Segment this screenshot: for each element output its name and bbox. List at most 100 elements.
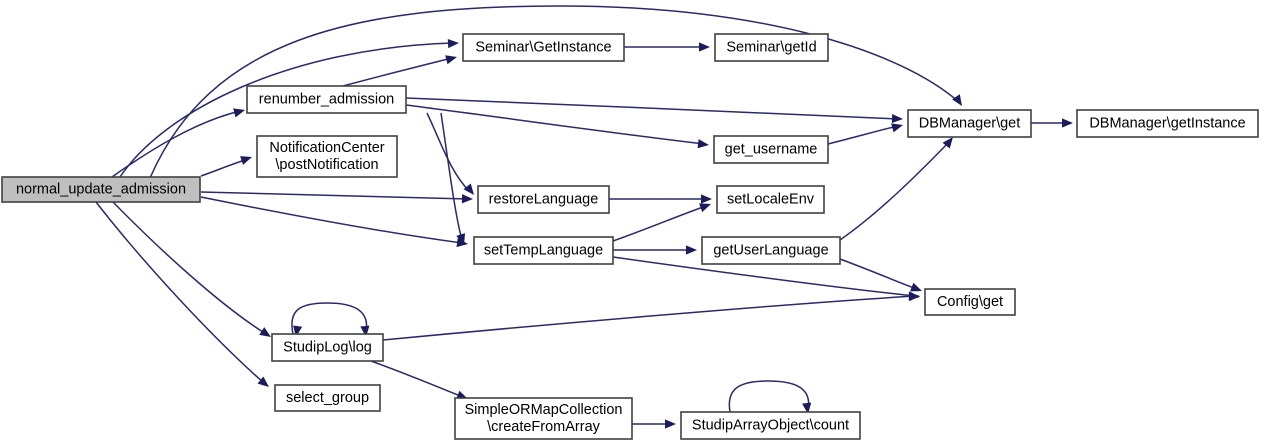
node-box-dbmanager_getinstance[interactable] xyxy=(1076,109,1259,138)
arrowhead-normal_update_admission-to-dbmanager_get xyxy=(952,94,962,106)
node-box-settemplanguage[interactable] xyxy=(473,236,614,265)
arrowhead-dbmanager_get-to-dbmanager_getinstance xyxy=(1062,118,1073,128)
node-label-seminar_getid: Seminar\getId xyxy=(726,39,816,55)
node-notificationcenter_postnotification[interactable]: NotificationCenter\postNotification xyxy=(256,135,398,178)
arrowhead-getuserlanguage-to-dbmanager_get xyxy=(942,137,953,149)
edge-normal_update_admission-to-restorelanguage xyxy=(200,191,469,200)
node-label-restorelanguage: restoreLanguage xyxy=(489,191,599,207)
node-label-select_group: select_group xyxy=(286,390,369,406)
edge-layer xyxy=(95,5,1073,429)
node-label-normal_update_admission: normal_update_admission xyxy=(16,181,186,197)
node-box-notificationcenter_postnotification[interactable] xyxy=(256,135,398,178)
node-config_get[interactable]: Config\get xyxy=(924,288,1016,316)
node-dbmanager_get[interactable]: DBManager\get xyxy=(907,109,1032,138)
arrowhead-normal_update_admission-to-seminar_getinstance xyxy=(447,38,459,49)
node-getuserlanguage[interactable]: getUserLanguage xyxy=(701,236,841,265)
node-box-renumber_admission[interactable] xyxy=(246,85,407,114)
edge-normal_update_admission-to-notificationcenter_postnotification xyxy=(200,158,249,177)
edge-studiparrayobject_count-self xyxy=(728,380,810,413)
arrowhead-getuserlanguage-to-config_get xyxy=(910,282,922,292)
edge-renumber_admission-to-restorelanguage xyxy=(426,112,471,193)
node-studiplog_log[interactable]: StudipLog\log xyxy=(271,333,384,362)
edge-renumber_admission-to-get_username xyxy=(405,104,705,145)
node-studiparrayobject_count[interactable]: StudipArrayObject\count xyxy=(680,411,861,440)
node-box-simpleormapcollection_createfromarray[interactable] xyxy=(454,397,633,440)
node-label-simpleormapcollection_createfromarray-line-2: \createFromArray xyxy=(487,419,601,435)
arrowhead-simpleormapcollection_createfromarray-to-studiparrayobject_count xyxy=(665,419,676,429)
node-label-notificationcenter_postnotification-line-1: NotificationCenter xyxy=(269,140,384,156)
edge-normal_update_admission-to-seminar_getinstance xyxy=(119,42,454,178)
edge-normal_update_admission-to-renumber_admission xyxy=(111,110,241,178)
edge-get_username-to-dbmanager_get xyxy=(827,125,899,145)
node-renumber_admission[interactable]: renumber_admission xyxy=(246,85,407,114)
arrowhead-renumber_admission-to-restorelanguage xyxy=(463,183,474,195)
node-label-renumber_admission: renumber_admission xyxy=(259,91,394,107)
node-box-studiparrayobject_count[interactable] xyxy=(680,411,861,440)
node-label-dbmanager_get: DBManager\get xyxy=(919,115,1021,131)
arrowhead-studiparrayobject_count-self xyxy=(802,402,812,414)
edge-normal_update_admission-to-settemplanguage xyxy=(200,196,463,244)
node-dbmanager_getinstance[interactable]: DBManager\getInstance xyxy=(1076,109,1259,138)
node-box-dbmanager_get[interactable] xyxy=(907,109,1032,138)
arrowhead-get_username-to-dbmanager_get xyxy=(891,123,903,133)
node-select_group[interactable]: select_group xyxy=(274,384,381,412)
arrowhead-restorelanguage-to-setlocaleenv xyxy=(701,194,712,204)
node-box-select_group[interactable] xyxy=(274,384,381,412)
node-box-restorelanguage[interactable] xyxy=(477,185,610,214)
arrowhead-studiplog_log-to-simpleormapcollection_createfromarray xyxy=(456,390,468,400)
node-get_username[interactable]: get_username xyxy=(713,135,829,164)
node-label-config_get: Config\get xyxy=(937,294,1003,310)
node-box-get_username[interactable] xyxy=(713,135,829,164)
arrowhead-normal_update_admission-to-studiplog_log xyxy=(259,327,271,337)
node-label-settemplanguage: setTempLanguage xyxy=(484,242,603,258)
arrowhead-studiplog_log-self xyxy=(360,325,370,337)
node-label-getuserlanguage: getUserLanguage xyxy=(713,242,828,258)
node-label-simpleormapcollection_createfromarray-line-1: SimpleORMapCollection xyxy=(465,402,623,418)
node-label-notificationcenter_postnotification-line-2: \postNotification xyxy=(275,157,378,173)
node-box-config_get[interactable] xyxy=(924,288,1016,316)
node-normal_update_admission[interactable]: normal_update_admission xyxy=(1,176,201,203)
edge-settemplanguage-to-config_get xyxy=(612,256,916,297)
edge-studiplog_log-to-config_get xyxy=(382,295,916,341)
arrowhead-normal_update_admission-to-notificationcenter_postnotification xyxy=(240,156,252,165)
edge-renumber_admission-to-settemplanguage xyxy=(440,112,463,241)
arrowhead-settemplanguage-to-setlocaleenv xyxy=(699,203,711,213)
arrowhead-normal_update_admission-to-restorelanguage xyxy=(461,194,473,204)
node-label-seminar_getinstance: Seminar\GetInstance xyxy=(475,39,611,55)
edge-studiplog_log-self xyxy=(291,302,368,335)
edge-renumber_admission-to-dbmanager_get xyxy=(405,97,899,120)
edge-normal_update_admission-to-select_group xyxy=(95,201,265,384)
edge-renumber_admission-to-seminar_getinstance xyxy=(342,57,453,87)
node-label-get_username: get_username xyxy=(725,141,818,157)
edge-settemplanguage-to-setlocaleenv xyxy=(612,205,707,242)
node-setlocaleenv[interactable]: setLocaleEnv xyxy=(716,185,825,214)
node-box-seminar_getinstance[interactable] xyxy=(462,33,625,62)
arrowhead-studiplog_log-to-config_get xyxy=(908,292,920,302)
edge-getuserlanguage-to-dbmanager_get xyxy=(839,140,951,241)
node-settemplanguage[interactable]: setTempLanguage xyxy=(473,236,614,265)
edge-normal_update_admission-to-studiplog_log xyxy=(112,201,267,335)
node-label-dbmanager_getinstance: DBManager\getInstance xyxy=(1089,115,1245,131)
node-restorelanguage[interactable]: restoreLanguage xyxy=(477,185,610,214)
node-label-studiplog_log: StudipLog\log xyxy=(283,339,372,355)
node-box-normal_update_admission[interactable] xyxy=(1,176,201,203)
node-simpleormapcollection_createfromarray[interactable]: SimpleORMapCollection\createFromArray xyxy=(454,397,633,440)
node-box-getuserlanguage[interactable] xyxy=(701,236,841,265)
node-box-seminar_getid[interactable] xyxy=(714,33,829,62)
node-seminar_getinstance[interactable]: Seminar\GetInstance xyxy=(462,33,625,62)
node-label-setlocaleenv: setLocaleEnv xyxy=(727,191,815,207)
arrowhead-seminar_getinstance-to-seminar_getid xyxy=(699,42,710,52)
arrowhead-renumber_admission-to-settemplanguage xyxy=(456,233,466,245)
edge-normal_update_admission-to-dbmanager_get xyxy=(149,5,961,179)
node-box-studiplog_log[interactable] xyxy=(271,333,384,362)
node-seminar_getid[interactable]: Seminar\getId xyxy=(714,33,829,62)
arrowhead-normal_update_admission-to-select_group xyxy=(257,376,269,387)
node-box-setlocaleenv[interactable] xyxy=(716,185,825,214)
arrowhead-normal_update_admission-to-renumber_admission xyxy=(233,108,245,118)
arrowhead-settemplanguage-to-getuserlanguage xyxy=(686,245,697,255)
node-label-studiparrayobject_count: StudipArrayObject\count xyxy=(692,417,849,433)
edge-getuserlanguage-to-config_get xyxy=(839,258,918,290)
node-layer: normal_update_admission Seminar\GetInstan… xyxy=(1,33,1259,440)
